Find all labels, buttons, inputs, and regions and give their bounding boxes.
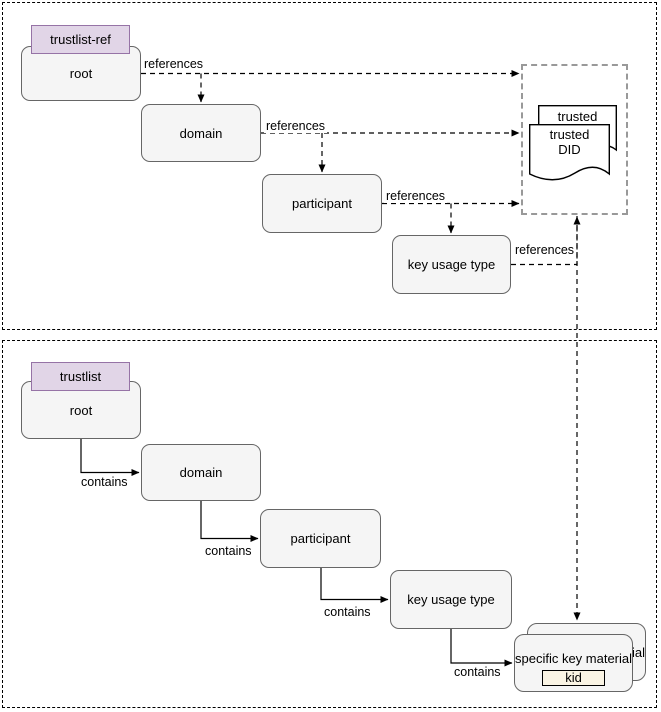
trusted-doc-back-label: trusted	[557, 109, 598, 124]
specific-key-material-card: specific key material kid	[514, 634, 633, 692]
top-participant-node: participant	[262, 174, 382, 233]
bottom-root-label: root	[69, 402, 93, 418]
top-domain-label: domain	[179, 125, 223, 141]
trustlist-ref-section	[2, 2, 657, 330]
trusted-doc-front-label-line2: DID	[558, 142, 581, 157]
edge-label-contains-domain: contains	[203, 544, 254, 558]
specific-key-material-label: specific key material	[514, 651, 633, 666]
top-key-usage-type-label: key usage type	[407, 257, 496, 272]
bottom-participant-label: participant	[290, 531, 351, 546]
edge-label-references-key-usage: references	[513, 243, 577, 257]
trustlist-tag: trustlist	[31, 362, 130, 391]
edge-label-contains-root: contains	[79, 475, 130, 489]
trustlist-ref-tag-label: trustlist-ref	[50, 32, 111, 47]
edge-label-contains-participant: contains	[322, 605, 373, 619]
kid-badge-label: kid	[565, 670, 582, 685]
edge-label-contains-key-usage: contains	[452, 665, 503, 679]
edge-label-references-root: references	[142, 57, 206, 71]
kid-badge: kid	[542, 670, 605, 686]
trustlist-tag-label: trustlist	[59, 369, 102, 384]
bottom-key-usage-type-label: key usage type	[407, 592, 495, 607]
bottom-participant-node: participant	[260, 509, 381, 568]
bottom-domain-node: domain	[141, 444, 261, 501]
top-key-usage-type-node: key usage type	[392, 235, 511, 294]
top-root-label: root	[69, 66, 93, 81]
bottom-key-usage-type-node: key usage type	[390, 570, 512, 629]
trustlist-ref-tag: trustlist-ref	[31, 25, 130, 54]
trusted-did-container	[521, 64, 628, 215]
top-domain-node: domain	[141, 104, 261, 162]
top-root-node: root	[21, 46, 141, 101]
trustlist-section	[2, 340, 657, 708]
trusted-doc-front: trusted DID	[529, 124, 610, 184]
trusted-doc-front-label-line1: trusted	[549, 127, 590, 142]
bottom-domain-label: domain	[179, 465, 223, 480]
document-icon	[529, 124, 610, 181]
edge-label-references-participant: references	[384, 189, 448, 203]
top-participant-label: participant	[292, 196, 352, 211]
edge-label-references-domain: references	[264, 119, 328, 133]
